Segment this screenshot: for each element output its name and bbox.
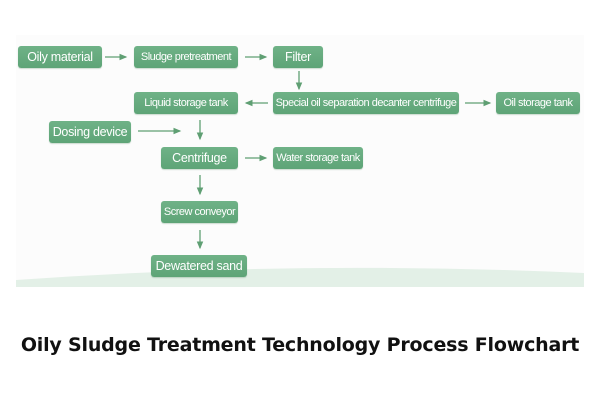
node-oily-material: Oily material — [18, 46, 102, 68]
node-centrifuge: Centrifuge — [161, 147, 238, 169]
node-oil-storage-tank: Oil storage tank — [496, 92, 580, 114]
node-dosing-device: Dosing device — [49, 121, 131, 143]
flowchart-caption: Oily Sludge Treatment Technology Process… — [20, 334, 580, 356]
flow-arrows — [105, 53, 492, 250]
node-filter: Filter — [273, 46, 323, 68]
node-decanter-centrifuge: Special oil separation decanter centrifu… — [273, 92, 459, 114]
node-screw-conveyor: Screw conveyor — [161, 201, 238, 223]
node-dewatered-sand: Dewatered sand — [151, 255, 247, 277]
node-liquid-storage-tank: Liquid storage tank — [134, 92, 238, 114]
node-water-storage-tank: Water storage tank — [273, 147, 363, 169]
node-sludge-pretreatment: Sludge pretreatment — [134, 46, 238, 68]
